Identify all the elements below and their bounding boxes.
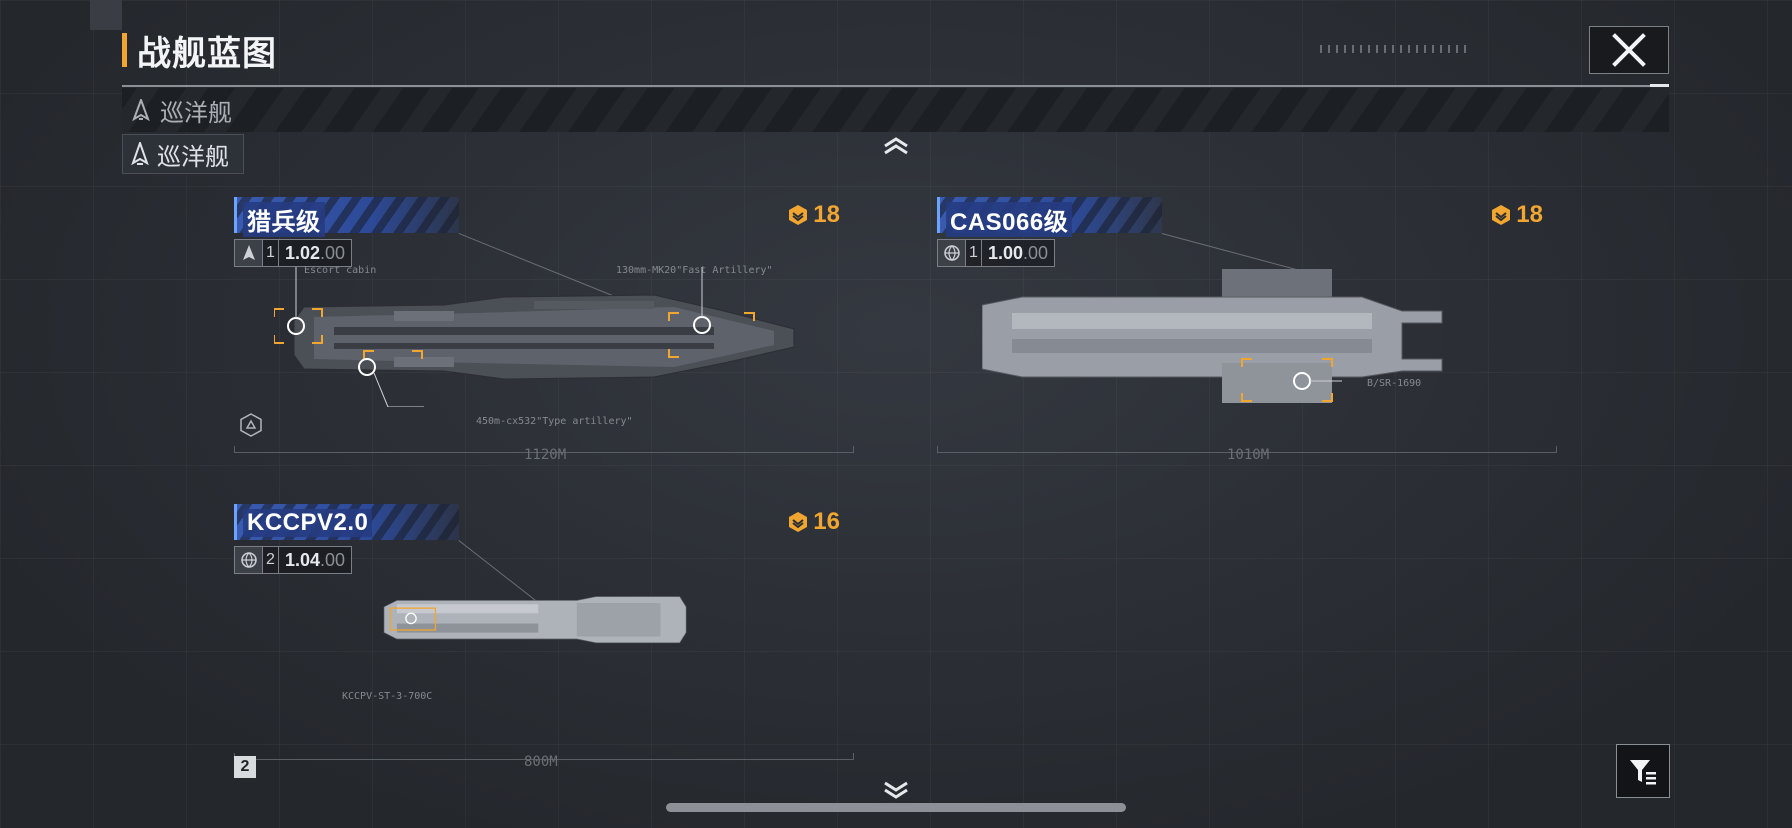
chevron-down-icon (884, 781, 908, 799)
ship-length: 1120M (524, 447, 567, 463)
filter-icon (1630, 760, 1656, 785)
category-dropdown-label: 巡洋舰 (160, 99, 232, 127)
ship-cost-value: 18 (813, 201, 840, 228)
ship-tier: 2 (263, 547, 279, 573)
ship-length: 800M (524, 754, 558, 770)
header-divider-cap (1650, 84, 1669, 87)
ship-cost: 18 (787, 201, 840, 229)
ship-blueprint-kccpv (383, 596, 687, 644)
corner-decoration (90, 0, 122, 30)
ship-card-hunter[interactable]: 猎兵级 18 1 1.02.00 Escort c (234, 197, 864, 477)
ship-card-cas066[interactable]: CAS066级 18 1 1.00.00 B/SR-1690 1010M (937, 197, 1567, 477)
globe-icon (235, 547, 263, 573)
weapon-label: B/SR-1690 (1367, 378, 1422, 389)
ship-cost-value: 16 (813, 508, 840, 535)
ship-ratio: 1.04.00 (285, 550, 346, 570)
cost-emblem-icon (789, 512, 808, 532)
title-accent (122, 33, 127, 67)
ship-tier: 1 (966, 240, 982, 266)
cost-emblem-icon (789, 205, 808, 225)
ship-name: CAS066级 (946, 202, 1073, 237)
hex-icon (238, 412, 264, 443)
length-ruler (234, 446, 854, 453)
ship-name-banner: KCCPV2.0 (234, 504, 459, 540)
ship-stats: 1 1.02.00 (234, 239, 353, 267)
ship-type-icon (131, 142, 149, 166)
weapon-label: 130mm-MK20"Fast Artillery" (616, 265, 773, 276)
scroll-up-button[interactable] (883, 136, 909, 161)
ship-tier: 1 (263, 240, 279, 266)
ship-name-banner: 猎兵级 (234, 197, 459, 237)
close-icon (1612, 33, 1646, 67)
page-number-badge: 2 (234, 756, 256, 778)
ship-name-banner: CAS066级 (937, 197, 1162, 237)
ship-stats: 2 1.04.00 (234, 546, 353, 574)
ship-blueprint-cas066 (982, 269, 1443, 403)
ship-stats: 1 1.00.00 (937, 239, 1056, 267)
ship-ratio: 1.00.00 (988, 243, 1049, 263)
fleet-icon (235, 240, 263, 266)
globe-icon (938, 240, 966, 266)
ship-cost: 18 (1490, 201, 1543, 229)
page-title: 战舰蓝图 (137, 34, 277, 73)
category-option-label: 巡洋舰 (157, 143, 229, 171)
ship-cost: 16 (787, 508, 840, 536)
chevron-up-icon (884, 137, 908, 155)
category-option-cruiser[interactable]: 巡洋舰 (122, 134, 244, 174)
weapon-label: Escort cabin (304, 265, 377, 276)
close-button[interactable] (1589, 26, 1669, 74)
ship-type-icon (132, 99, 150, 121)
weapon-label: 450m-cx532"Type artillery" (476, 416, 633, 427)
ship-ratio: 1.02.00 (285, 243, 346, 263)
cost-emblem-icon (1492, 205, 1511, 225)
weapon-label: KCCPV-ST-3-700C (342, 691, 433, 702)
filter-button[interactable] (1616, 744, 1670, 798)
scrollbar[interactable] (666, 803, 1126, 812)
header-divider (122, 85, 1669, 87)
length-ruler (937, 446, 1557, 453)
ship-card-kccpv[interactable]: KCCPV2.0 16 2 1.04.00 KCCPV-ST-3-700C 80… (234, 504, 864, 784)
category-dropdown[interactable]: 巡洋舰 (122, 88, 1669, 132)
ship-length: 1010M (1227, 447, 1270, 463)
ship-cost-value: 18 (1516, 201, 1543, 228)
ship-name: KCCPV2.0 (243, 509, 373, 537)
header-decoration (1320, 45, 1490, 55)
page-header: 战舰蓝图 (122, 30, 277, 73)
ship-name: 猎兵级 (243, 202, 325, 237)
ship-blueprint-hunter (274, 267, 795, 407)
scroll-down-button[interactable] (883, 780, 909, 805)
